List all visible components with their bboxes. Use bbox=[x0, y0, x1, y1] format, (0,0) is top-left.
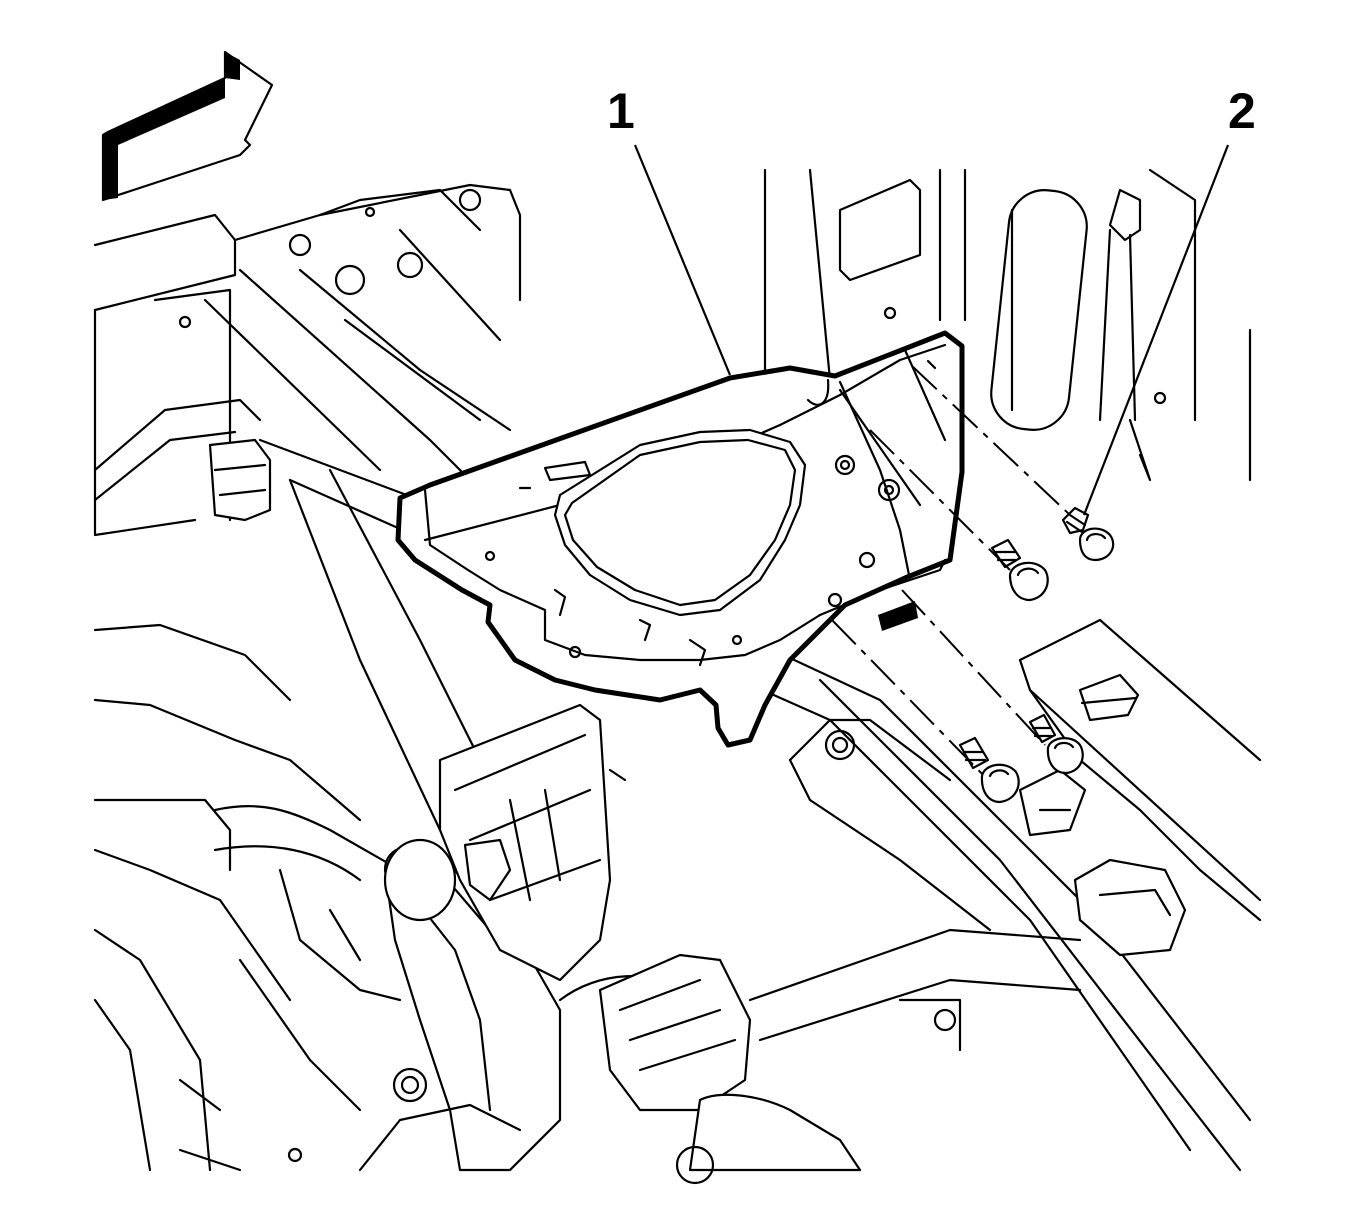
center-hose-assembly bbox=[358, 703, 862, 1185]
bottom-left-assembly bbox=[93, 623, 402, 1172]
bolt-upper-left bbox=[990, 538, 1049, 602]
bolt-lower-left bbox=[958, 736, 1020, 804]
bracket-slot bbox=[878, 601, 918, 631]
callout-label-2: 2 bbox=[1228, 83, 1256, 139]
bolt-lower-right bbox=[1028, 713, 1084, 775]
bolt-upper-right bbox=[1061, 506, 1115, 562]
bolt-centerlines bbox=[831, 365, 1071, 781]
hose-left bbox=[93, 398, 272, 522]
forward-arrow-icon bbox=[101, 50, 274, 202]
callout-label-1: 1 bbox=[607, 83, 635, 139]
callout-leader-2 bbox=[1082, 144, 1230, 516]
subframe-lower bbox=[748, 718, 1082, 1052]
bracket bbox=[395, 330, 965, 748]
body-panel-right bbox=[763, 168, 1252, 482]
callout-leader-1 bbox=[633, 144, 732, 376]
lower-beam-right bbox=[1018, 618, 1262, 957]
